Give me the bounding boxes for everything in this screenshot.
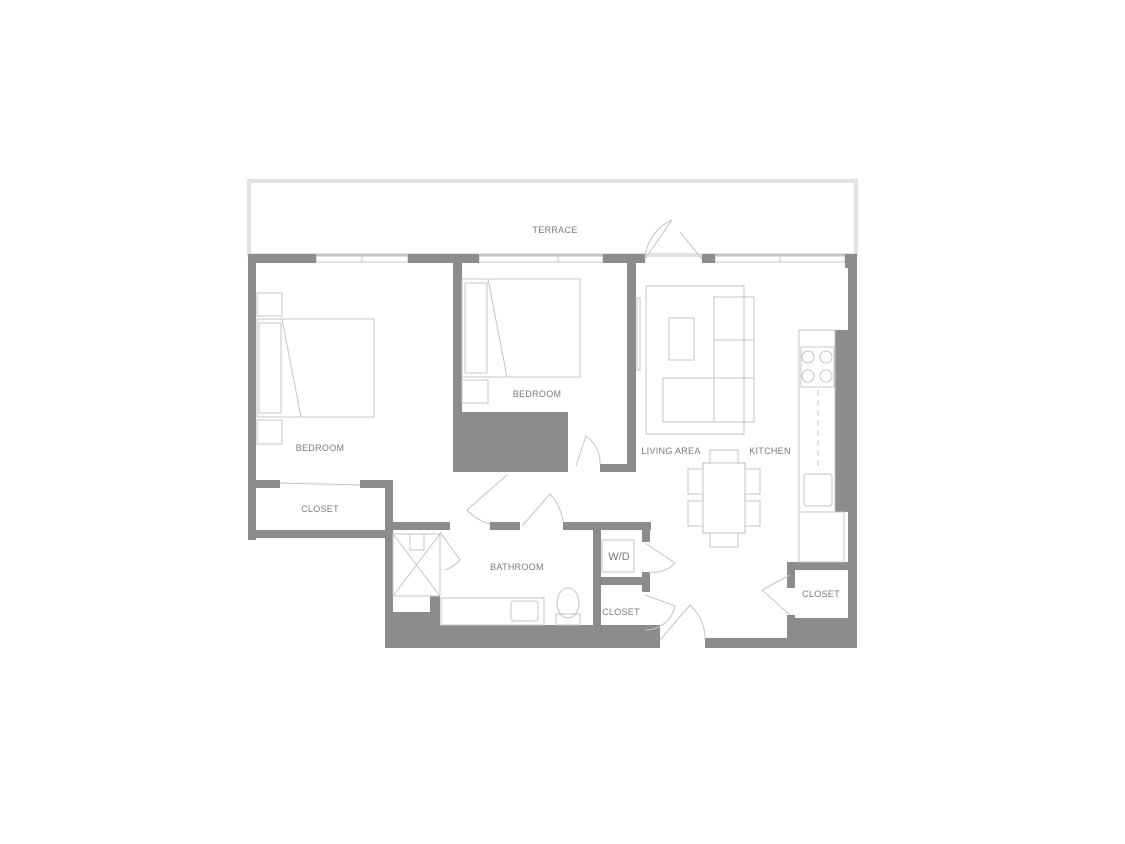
room-label-closet: CLOSET [602, 607, 640, 617]
room-label-bedroom: BEDROOM [296, 443, 345, 453]
living-furniture [636, 285, 755, 435]
room-label-closet: CLOSET [802, 589, 840, 599]
kitchen-counter [798, 329, 845, 563]
bathroom-fixtures [392, 533, 635, 626]
walls [248, 254, 857, 648]
room-label-living-area: LIVING AREA [641, 446, 700, 456]
bed [256, 292, 375, 445]
bed [461, 278, 581, 404]
room-label-bedroom: BEDROOM [513, 389, 562, 399]
room-label-washer-dryer: W/D [608, 551, 629, 563]
room-label-closet: CLOSET [301, 504, 339, 514]
windows [315, 254, 857, 325]
doors [279, 219, 791, 641]
room-label-kitchen: KITCHEN [749, 446, 791, 456]
dining-table [687, 449, 761, 548]
room-label-bathroom: BATHROOM [490, 562, 544, 572]
terrace [247, 179, 858, 257]
room-label-terrace: TERRACE [532, 225, 577, 235]
